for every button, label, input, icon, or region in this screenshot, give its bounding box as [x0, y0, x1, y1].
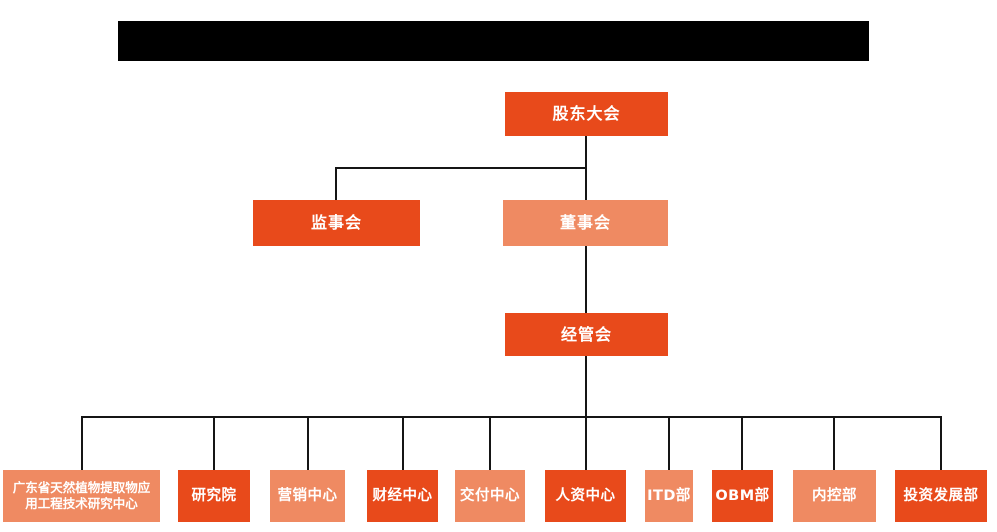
connector-line: [741, 416, 743, 470]
connector-line: [335, 167, 337, 200]
connector-line: [81, 416, 83, 470]
connector-line: [833, 416, 835, 470]
org-node-department: 研究院: [178, 470, 250, 522]
redacted-title-bar: [118, 21, 869, 61]
org-node-department: 内控部: [793, 470, 876, 522]
org-node-department: 财经中心: [367, 470, 438, 522]
connector-line: [307, 416, 309, 470]
org-node-department: 投资发展部: [895, 470, 987, 522]
connector-line: [81, 416, 942, 418]
org-node-department: OBM部: [712, 470, 773, 522]
connector-line: [585, 416, 587, 470]
connector-line: [402, 416, 404, 470]
org-node-shareholders-meeting: 股东大会: [505, 92, 668, 136]
connector-line: [585, 356, 587, 417]
connector-line: [213, 416, 215, 470]
connector-line: [668, 416, 670, 470]
connector-line: [335, 167, 587, 169]
connector-line: [940, 416, 942, 470]
org-node-department: 人资中心: [545, 470, 626, 522]
org-node-supervisory-board: 监事会: [253, 200, 420, 246]
connector-line: [585, 246, 587, 313]
org-node-department: 营销中心: [270, 470, 345, 522]
org-node-department: ITD部: [645, 470, 693, 522]
org-node-board-of-directors: 董事会: [503, 200, 668, 246]
org-node-management-committee: 经管会: [505, 313, 668, 356]
org-node-department: 交付中心: [455, 470, 525, 522]
org-node-department: 广东省天然植物提取物应用工程技术研究中心: [3, 470, 160, 522]
connector-line: [489, 416, 491, 470]
